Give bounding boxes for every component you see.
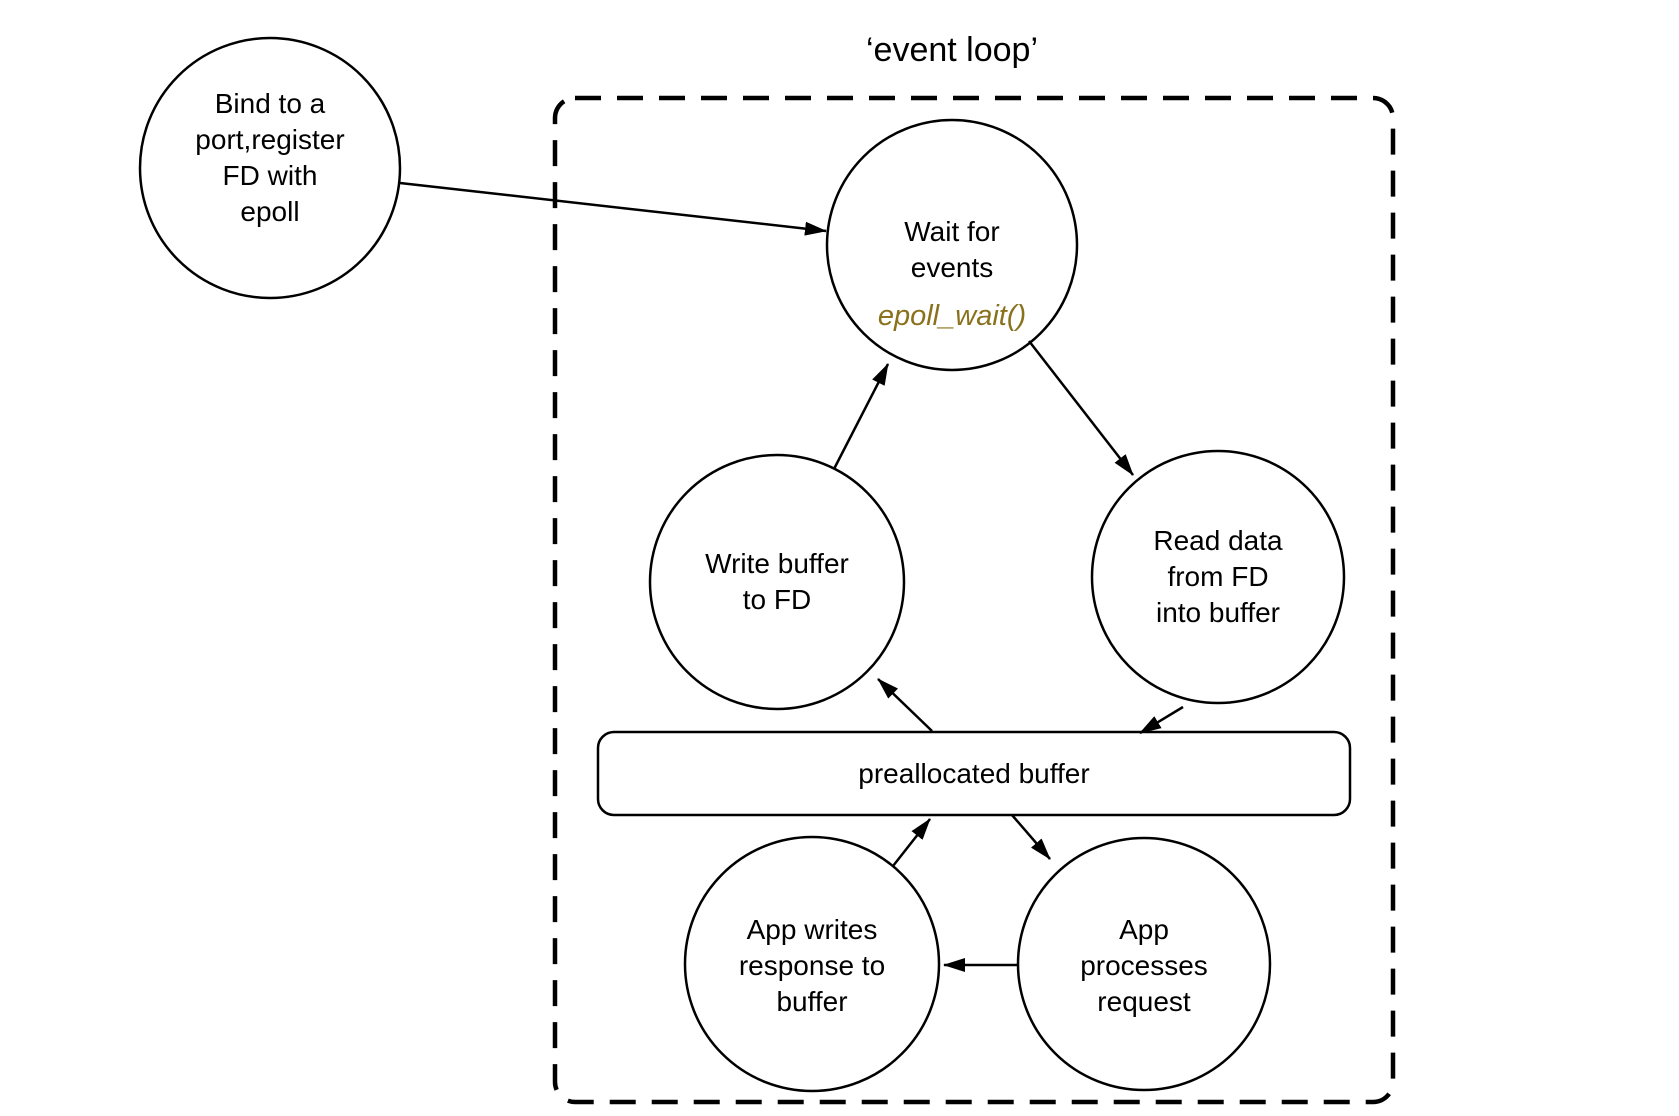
event-loop-boundary <box>552 95 1396 1105</box>
arrow-app-writes-to-buffer <box>892 818 931 867</box>
wait-node-label: Wait for events <box>904 216 1000 283</box>
app-processes-node-circle <box>1016 836 1272 1092</box>
write-node-label: Write buffer to FD <box>705 548 849 615</box>
app-writes-node-circle <box>683 835 941 1093</box>
bind-node-circle <box>138 36 402 300</box>
read-node-label: Read data from FD into buffer <box>1153 525 1283 628</box>
arrow-buffer-to-write <box>877 678 933 732</box>
app-processes-node-label: App processes request <box>1080 914 1208 1017</box>
wait-node-circle <box>825 118 1079 372</box>
buffer-node-label: preallocated buffer <box>858 758 1090 789</box>
event-loop-title: ‘event loop’ <box>865 31 1039 69</box>
write-node-circle <box>648 453 906 711</box>
buffer-node-rect <box>596 730 1352 817</box>
arrow-write-to-wait <box>832 363 890 470</box>
app-writes-node-label: App writes response to buffer <box>738 914 886 1017</box>
arrow-buffer-to-app-processes <box>1011 814 1051 860</box>
epoll-wait-sublabel: epoll_wait() <box>877 300 1027 332</box>
arrow-wait-to-read <box>1028 340 1134 476</box>
arrow-bind-to-wait <box>399 181 827 236</box>
read-node-circle <box>1090 449 1346 705</box>
bind-node-label: Bind to a port,register FD with epoll <box>195 88 345 227</box>
arrow-read-to-buffer <box>1139 705 1184 735</box>
